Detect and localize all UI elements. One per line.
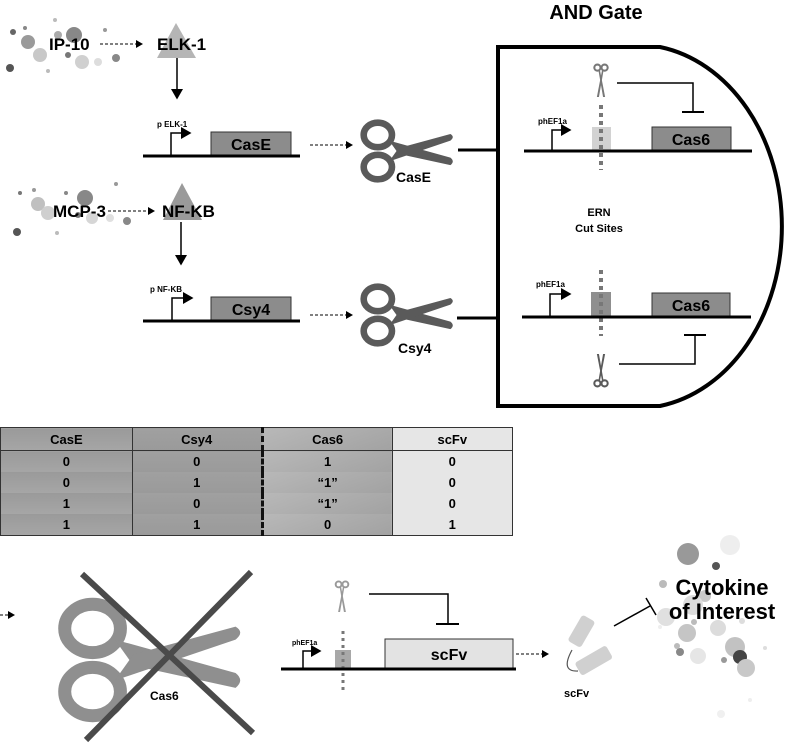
gene-case-label: CasE: [231, 137, 271, 154]
cell: 0: [0, 472, 133, 493]
cell: 1: [131, 472, 263, 493]
scfv-molecule-icon: [566, 615, 612, 675]
table-row: 1 1 0 1: [0, 514, 514, 536]
promoter-arrow-icon: [551, 124, 572, 151]
ern-scissors-icon: [334, 580, 350, 614]
cell: 1: [0, 493, 133, 514]
cell: 0: [131, 493, 263, 514]
cell: 1: [0, 514, 133, 536]
repression-line: [369, 593, 449, 623]
truth-table: CasE Csy4 Cas6 scFv 0 0 1 0 0 1 “1” 0 1 …: [0, 427, 514, 536]
ern-scissors-icon: [592, 352, 610, 388]
cell: 0: [260, 514, 393, 536]
mcp3-bubbles: [13, 182, 131, 236]
cytokine-target-label-2: of Interest: [669, 599, 776, 624]
cytokine-bubbles: [657, 535, 767, 718]
gate-promoter-label: phEF1a: [536, 280, 565, 289]
inhibited-cas6-label: Cas6: [150, 689, 179, 703]
repression-line: [617, 82, 694, 111]
enzyme-csy4-label: Csy4: [398, 340, 432, 356]
cell: 0: [391, 493, 514, 514]
gate-promoter-label: phEF1a: [538, 117, 567, 126]
table-row: 1 0 “1” 0: [0, 493, 514, 514]
cell: 1: [260, 450, 393, 472]
promoter-arrow-icon: [549, 288, 572, 316]
cross-line: [83, 569, 254, 743]
cell: 1: [131, 514, 263, 536]
and-gate-title: AND Gate: [549, 2, 642, 24]
promoter-arrow-icon: [171, 292, 194, 320]
cytokine-mcp3-label: MCP-3: [53, 202, 106, 221]
cell: 0: [0, 450, 133, 472]
cell: “1”: [260, 472, 393, 493]
inhibition-bar: [645, 597, 657, 616]
ip10-bubbles: [6, 18, 120, 73]
gene-scfv-label: scFv: [431, 647, 468, 664]
promoter-arrow-icon: [302, 645, 322, 668]
elk1-triangle-icon: [157, 23, 196, 58]
enzyme-case-label: CasE: [396, 169, 431, 185]
promoter-arrow-icon: [170, 127, 192, 155]
header-csy4: Csy4: [131, 427, 263, 451]
header-cas6: Cas6: [260, 427, 393, 451]
header-case: CasE: [0, 427, 133, 451]
gene-csy4-label: Csy4: [232, 302, 270, 319]
scfv-product-label: scFv: [564, 688, 590, 700]
table-header-row: CasE Csy4 Cas6 scFv: [0, 427, 514, 451]
ern-label: ERN: [587, 207, 610, 219]
table-row: 0 0 1 0: [0, 450, 514, 472]
gene-cas6-label: Cas6: [672, 298, 710, 315]
cytokine-target-label: Cytokine: [676, 575, 769, 600]
cell: “1”: [260, 493, 393, 514]
repression-line: [619, 336, 696, 365]
cell: 0: [391, 450, 514, 472]
inhibition-line: [613, 605, 651, 627]
table-row: 0 1 “1” 0: [0, 472, 514, 493]
cytokine-ip10-label: IP-10: [49, 35, 90, 54]
gene-cas6-label: Cas6: [672, 132, 710, 149]
ern-scissors-icon: [592, 63, 610, 99]
cell: 0: [131, 450, 263, 472]
csy4-scissors-icon: [364, 287, 453, 344]
promoter-label: p ELK-1: [157, 120, 188, 129]
tf-nfkb-label: NF-KB: [162, 202, 215, 221]
promoter-label: p NF-KB: [150, 285, 182, 294]
cell: 0: [391, 472, 514, 493]
cell: 1: [391, 514, 514, 536]
and-gate-shape: [496, 45, 784, 408]
cut-sites-label: Cut Sites: [575, 223, 623, 235]
header-scfv: scFv: [391, 427, 514, 451]
tf-elk1-label: ELK-1: [157, 35, 206, 54]
scfv-promoter-label: phEF1a: [292, 640, 317, 647]
gene-box-scfv: [384, 638, 514, 669]
nfkb-triangle-icon: [163, 183, 202, 220]
